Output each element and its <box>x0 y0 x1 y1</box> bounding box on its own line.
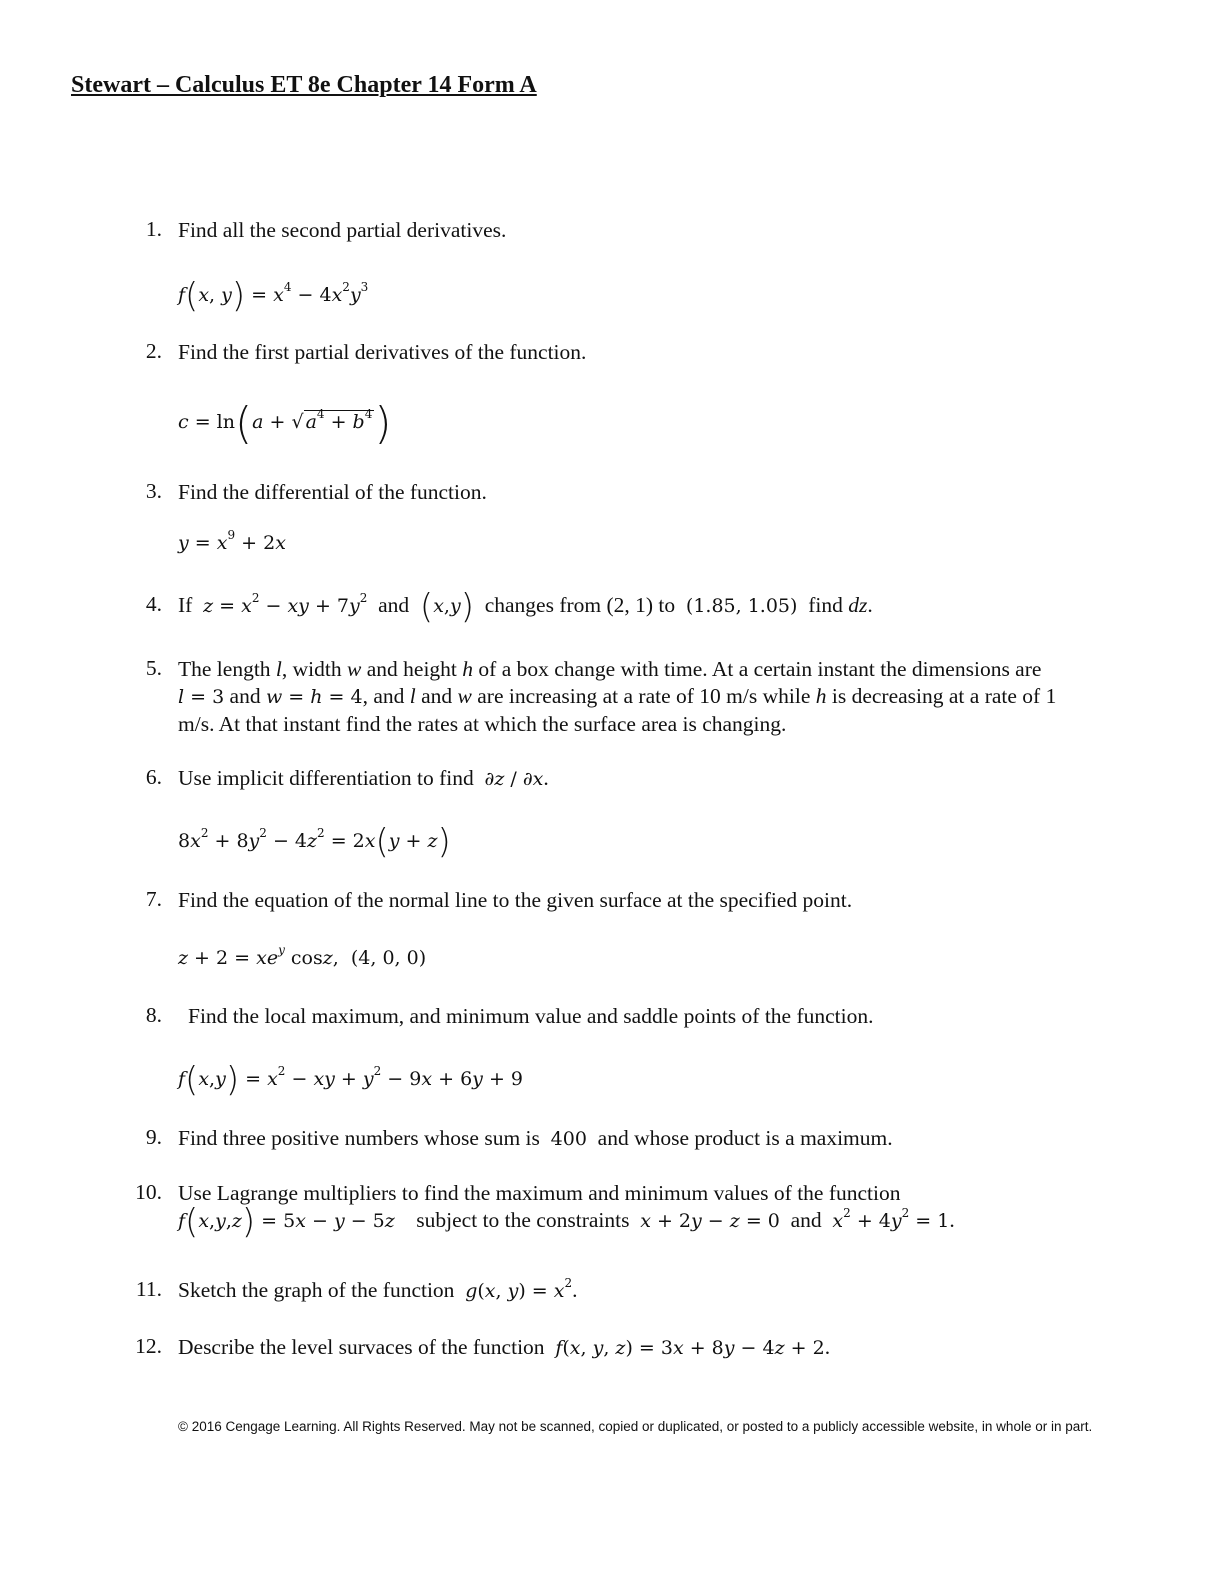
equation-8: f(x,y) = x2 − xy + y2 − 9x + 6y + 9 <box>178 1060 523 1100</box>
question-number: 8. <box>145 1003 162 1027</box>
question-number: 1. <box>145 217 162 241</box>
question-number: 12. <box>135 1334 162 1358</box>
question-text: Find the equation of the normal line to … <box>178 888 853 912</box>
question-number: 3. <box>145 479 162 503</box>
question-number: 4. <box>145 592 162 616</box>
equation-2: c = ln(a + √a4 + b4) <box>178 398 392 449</box>
question-number: 2. <box>145 339 162 363</box>
question-number: 9. <box>145 1125 162 1149</box>
equation-6: 8x2 + 8y2 − 4z2 = 2x(y + z) <box>178 822 451 862</box>
question-text: Find the differential of the function. <box>178 480 487 504</box>
question-number: 10. <box>135 1180 162 1204</box>
equation-1: f(x, y) = x4 − 4x2y3 <box>178 276 369 316</box>
question-text: Find all the second partial derivatives. <box>178 218 507 242</box>
question-number: 7. <box>145 887 162 911</box>
question-text: Find the local maximum, and minimum valu… <box>188 1004 874 1028</box>
question-text: Find the first partial derivatives of th… <box>178 340 587 364</box>
question-number: 6. <box>145 765 162 789</box>
question-number: 11. <box>135 1277 162 1301</box>
equation-7: z + 2 = xey cosz, (4, 0, 0) <box>178 943 427 969</box>
question-text: The length l, width w and height h of a … <box>178 657 1057 736</box>
copyright-footer: © 2016 Cengage Learning. All Rights Rese… <box>178 1419 1093 1434</box>
question-number: 5. <box>145 656 162 680</box>
page-title: Stewart – Calculus ET 8e Chapter 14 Form… <box>71 72 537 98</box>
equation-3: y = x9 + 2x <box>178 528 286 554</box>
